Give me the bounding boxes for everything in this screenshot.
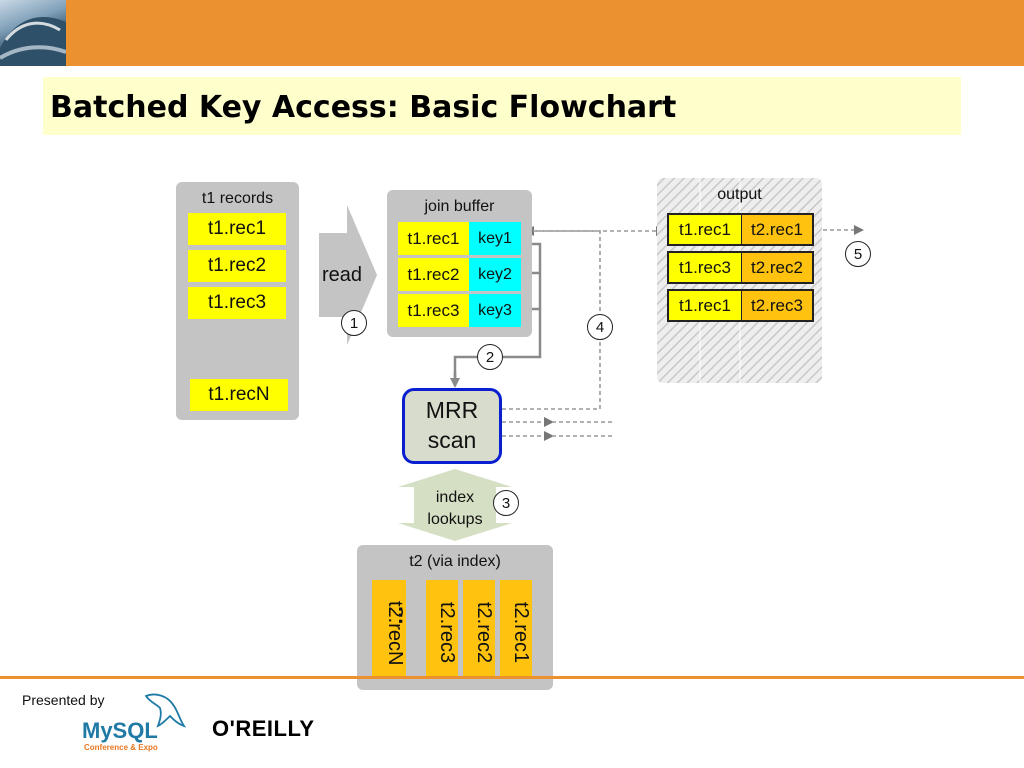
buffer-key-3: key3 xyxy=(469,294,521,327)
read-arrow-shape xyxy=(319,205,377,345)
wave-image xyxy=(0,0,66,66)
step-1-marker: 1 xyxy=(341,310,367,336)
mrr-scan-box: MRR scan xyxy=(402,388,502,464)
output-row-3: t1.rec1 t2.rec3 xyxy=(667,289,814,322)
footer-divider xyxy=(0,676,1024,679)
mrr-line-2: scan xyxy=(427,427,477,453)
output-row-1: t1.rec1 t2.rec1 xyxy=(667,213,814,246)
mysql-conference-label: Conference & Expo xyxy=(84,743,158,752)
mrr-line-1: MRR xyxy=(425,397,479,424)
presented-by-label: Presented by xyxy=(22,692,105,708)
t2-record-1: t2.rec1 xyxy=(500,580,532,676)
t1-record-2: t1.rec2 xyxy=(188,250,286,282)
output-row-2-t2: t2.rec2 xyxy=(742,253,812,282)
index-lookups-line-2: lookups xyxy=(427,511,483,528)
output-row-1-t2: t2.rec1 xyxy=(742,215,812,244)
mysql-logo: MySQL xyxy=(82,718,158,743)
t1-panel-label: t1 records xyxy=(201,190,274,207)
buffer-record-3: t1.rec3 xyxy=(398,294,469,327)
t2-record-n: t2.recN xyxy=(372,580,406,676)
t2-record-2: t2.rec2 xyxy=(463,580,495,676)
output-label: output xyxy=(717,186,762,203)
t2-record-3: t2.rec3 xyxy=(426,580,458,676)
t1-record-n: t1.recN xyxy=(190,379,288,411)
output-row-2-t1: t1.rec3 xyxy=(669,253,742,282)
output-row-2: t1.rec3 t2.rec2 xyxy=(667,251,814,284)
slide-title: Batched Key Access: Basic Flowchart xyxy=(50,90,677,125)
title-background xyxy=(43,77,961,135)
step-3-marker: 3 xyxy=(493,490,519,516)
output-row-3-t2: t2.rec3 xyxy=(742,291,812,320)
mysql-dolphin-icon xyxy=(144,693,186,728)
t2-panel-label: t2 (via index) xyxy=(409,553,501,570)
oreilly-logo: O'REILLY xyxy=(212,716,315,741)
buffer-key-2: key2 xyxy=(469,258,521,291)
step-4-marker: 4 xyxy=(587,314,613,340)
buffer-key-1: key1 xyxy=(469,222,521,255)
output-row-1-t1: t1.rec1 xyxy=(669,215,742,244)
index-lookups-line-1: index xyxy=(435,489,475,506)
join-buffer-label: join buffer xyxy=(424,198,495,215)
read-label: read xyxy=(322,264,363,286)
t2-ellipsis: ... xyxy=(394,606,419,625)
t1-record-1: t1.rec1 xyxy=(188,213,286,245)
output-row-3-t1: t1.rec1 xyxy=(669,291,742,320)
step-5-marker: 5 xyxy=(845,241,871,267)
buffer-record-2: t1.rec2 xyxy=(398,258,469,291)
header-bar xyxy=(0,0,1024,66)
index-lookups-label: index lookups xyxy=(416,487,494,531)
mrr-to-buffer-dashed xyxy=(502,226,601,410)
buffer-record-1: t1.rec1 xyxy=(398,222,469,255)
t1-record-3: t1.rec3 xyxy=(188,287,286,319)
index-lookup-arrow xyxy=(398,469,512,541)
step-2-marker: 2 xyxy=(477,344,503,370)
